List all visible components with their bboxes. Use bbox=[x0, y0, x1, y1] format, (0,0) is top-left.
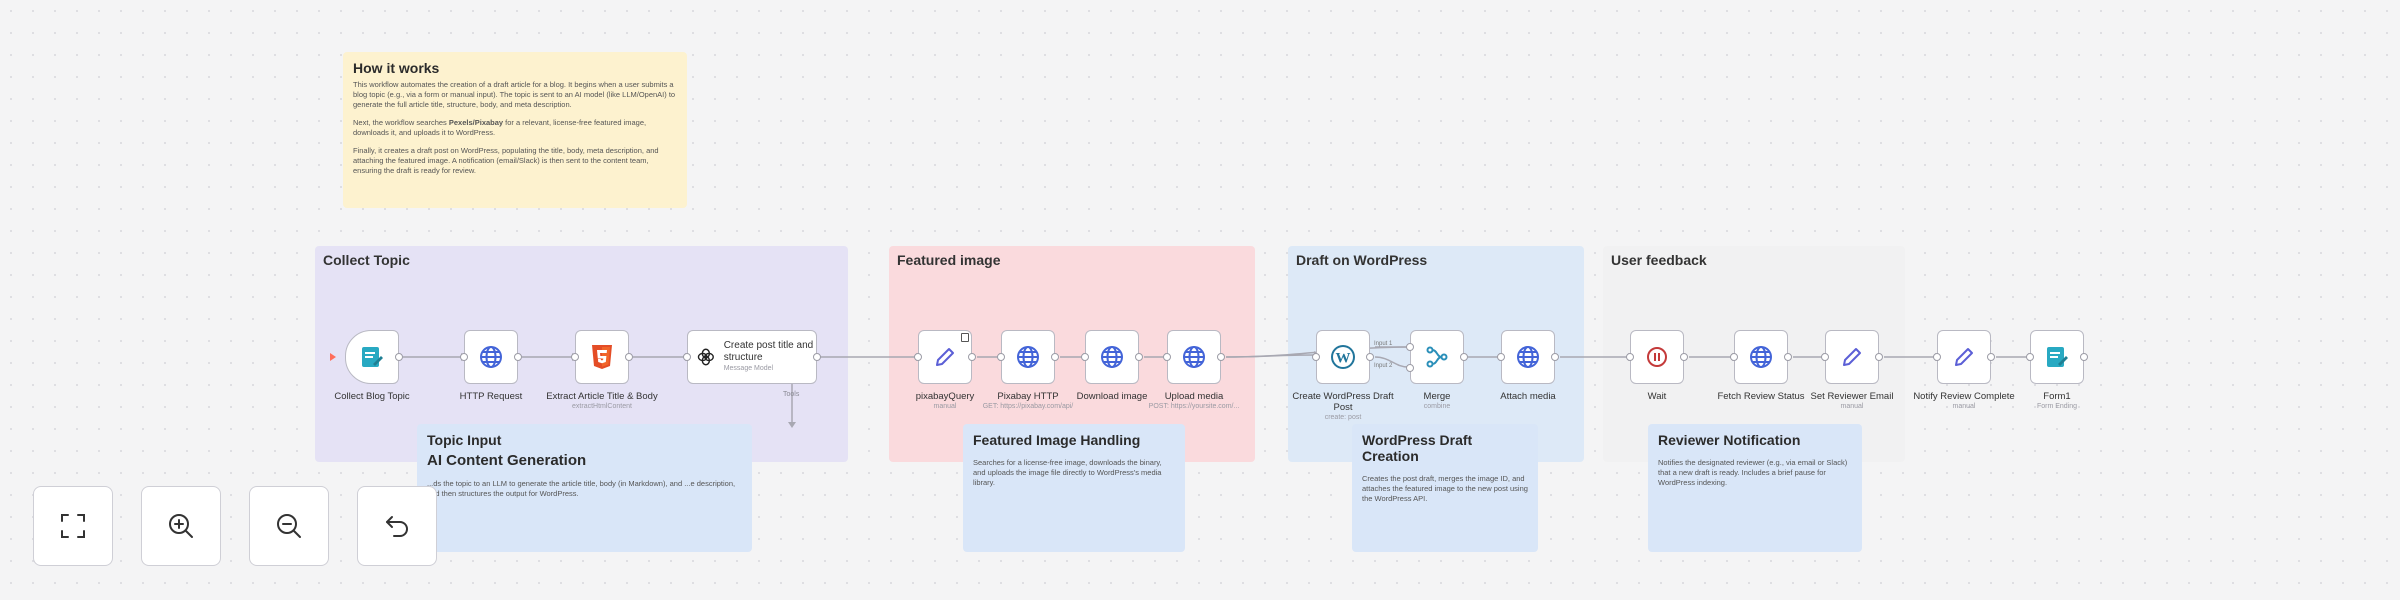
globe-icon bbox=[1101, 346, 1123, 368]
note-paragraph: Finally, it creates a draft post on Word… bbox=[353, 146, 659, 175]
node-label: Pixabay HTTP GET: https://pixabay.com/ap… bbox=[982, 391, 1074, 410]
merge-icon bbox=[1426, 346, 1448, 368]
how-it-works-note[interactable]: How it works This workflow automates the… bbox=[343, 52, 687, 208]
node-label: Attach media bbox=[1500, 391, 1556, 402]
form-icon bbox=[362, 347, 383, 367]
node-upload-media[interactable]: Upload media POST: https://yoursite.com/… bbox=[1149, 330, 1239, 410]
node-label: Merge combine bbox=[1423, 391, 1451, 410]
node-http-request[interactable]: HTTP Request bbox=[460, 330, 522, 402]
node-merge[interactable]: Input 1 Input 2 Merge combine bbox=[1374, 330, 1468, 410]
note-body: Searches for a license-free image, downl… bbox=[973, 458, 1162, 487]
node-label: Create WordPress Draft Post create: post bbox=[1292, 391, 1394, 421]
merge-input-2-label: Input 2 bbox=[1374, 363, 1393, 369]
node-form[interactable]: Form1 Form Ending bbox=[2026, 330, 2088, 410]
fit-view-icon bbox=[61, 514, 85, 538]
pause-icon bbox=[1647, 347, 1667, 367]
node-label: Form1 Form Ending bbox=[2036, 391, 2078, 410]
node-pixabay-query[interactable]: pixabayQuery manual bbox=[914, 330, 976, 410]
node-fetch-review-status[interactable]: Fetch Review Status bbox=[1717, 330, 1805, 402]
globe-icon bbox=[1183, 346, 1205, 368]
note-body: This workflow automates the creation of … bbox=[353, 80, 677, 176]
note-title: Reviewer Notification bbox=[1658, 432, 1801, 448]
node-set-reviewer-email[interactable]: Set Reviewer Email manual bbox=[1811, 330, 1893, 410]
node-create-wordpress-draft[interactable]: W Create WordPress Draft Post create: po… bbox=[1292, 330, 1394, 421]
undo-icon bbox=[386, 516, 408, 537]
featured-image-handling-note[interactable]: Featured Image Handling Searches for a l… bbox=[963, 424, 1185, 552]
node-pixabay-http[interactable]: Pixabay HTTP GET: https://pixabay.com/ap… bbox=[983, 330, 1073, 410]
openai-icon bbox=[697, 348, 714, 366]
node-label: Set Reviewer Email manual bbox=[1810, 391, 1894, 410]
node-label: Download image bbox=[1076, 391, 1148, 402]
tools-edge-label: Tools bbox=[783, 391, 800, 398]
note-body: Creates the post draft, merges the image… bbox=[1362, 474, 1528, 503]
node-label: Collect Blog Topic bbox=[334, 391, 410, 402]
fit-view-button[interactable] bbox=[33, 486, 113, 566]
wordpress-icon: W bbox=[1331, 345, 1355, 369]
node-attach-media[interactable]: Attach media bbox=[1497, 330, 1559, 402]
note-title: Topic Input bbox=[427, 432, 502, 448]
group-title: Featured image bbox=[897, 252, 1001, 268]
note-title: How it works bbox=[353, 60, 440, 76]
zoom-out-icon bbox=[277, 514, 301, 538]
node-label: Extract Article Title & Body extractHtml… bbox=[546, 391, 658, 410]
group-title: Collect Topic bbox=[323, 252, 410, 268]
svg-text:W: W bbox=[1336, 351, 1351, 367]
node-notify-review-complete[interactable]: Notify Review Complete manual bbox=[1913, 330, 2015, 410]
globe-icon bbox=[480, 346, 502, 368]
note-subtitle: AI Content Generation bbox=[427, 452, 587, 469]
html5-icon bbox=[592, 345, 612, 369]
page-icon bbox=[961, 333, 969, 342]
globe-icon bbox=[1517, 346, 1539, 368]
wordpress-draft-creation-note[interactable]: WordPress Draft Creation Creates the pos… bbox=[1352, 424, 1538, 552]
node-label: Wait bbox=[1647, 391, 1667, 402]
pencil-icon bbox=[936, 348, 954, 366]
globe-icon bbox=[1750, 346, 1772, 368]
undo-button[interactable] bbox=[357, 486, 437, 566]
zoom-in-icon bbox=[169, 514, 193, 538]
merge-input-1-label: Input 1 bbox=[1374, 341, 1393, 347]
node-download-image[interactable]: Download image bbox=[1077, 330, 1147, 402]
node-label: Create post title and structure Message … bbox=[723, 340, 814, 372]
node-create-post-title[interactable]: Create post title and structure Message … bbox=[683, 330, 821, 384]
node-label: pixabayQuery manual bbox=[915, 391, 975, 410]
form-icon bbox=[2047, 347, 2068, 367]
node-label: Fetch Review Status bbox=[1717, 391, 1805, 402]
node-extract-article[interactable]: Extract Article Title & Body extractHtml… bbox=[546, 330, 658, 410]
node-collect-blog-topic[interactable]: Collect Blog Topic bbox=[334, 330, 410, 402]
note-title: Featured Image Handling bbox=[973, 432, 1141, 448]
node-label: Upload media POST: https://yoursite.com/… bbox=[1148, 391, 1240, 410]
reviewer-notification-note[interactable]: Reviewer Notification Notifies the desig… bbox=[1648, 424, 1862, 552]
globe-icon bbox=[1017, 346, 1039, 368]
pencil-icon bbox=[1955, 348, 1973, 366]
zoom-in-button[interactable] bbox=[141, 486, 221, 566]
note-title: WordPress Draft Creation bbox=[1362, 432, 1473, 464]
group-title: Draft on WordPress bbox=[1296, 252, 1428, 268]
node-label: HTTP Request bbox=[459, 391, 523, 402]
node-label: Notify Review Complete manual bbox=[1913, 391, 2015, 410]
note-body: Notifies the designated reviewer (e.g., … bbox=[1658, 458, 1848, 487]
group-title: User feedback bbox=[1611, 252, 1707, 268]
note-paragraph: This workflow automates the creation of … bbox=[353, 80, 676, 109]
note-paragraph: Next, the workflow searches Pexels/Pixab… bbox=[353, 118, 647, 137]
pencil-icon bbox=[1843, 348, 1861, 366]
note-body: ...ds the topic to an LLM to generate th… bbox=[427, 479, 736, 498]
zoom-out-button[interactable] bbox=[249, 486, 329, 566]
topic-input-note[interactable]: Topic Input AI Content Generation ...ds … bbox=[417, 424, 752, 552]
node-wait[interactable]: Wait bbox=[1626, 330, 1688, 402]
